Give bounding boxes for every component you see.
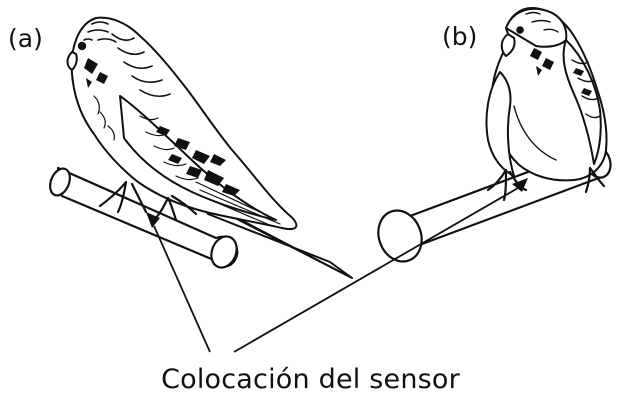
sensor-placement-caption: Colocación del sensor bbox=[0, 366, 621, 393]
parakeet-b bbox=[487, 8, 607, 200]
